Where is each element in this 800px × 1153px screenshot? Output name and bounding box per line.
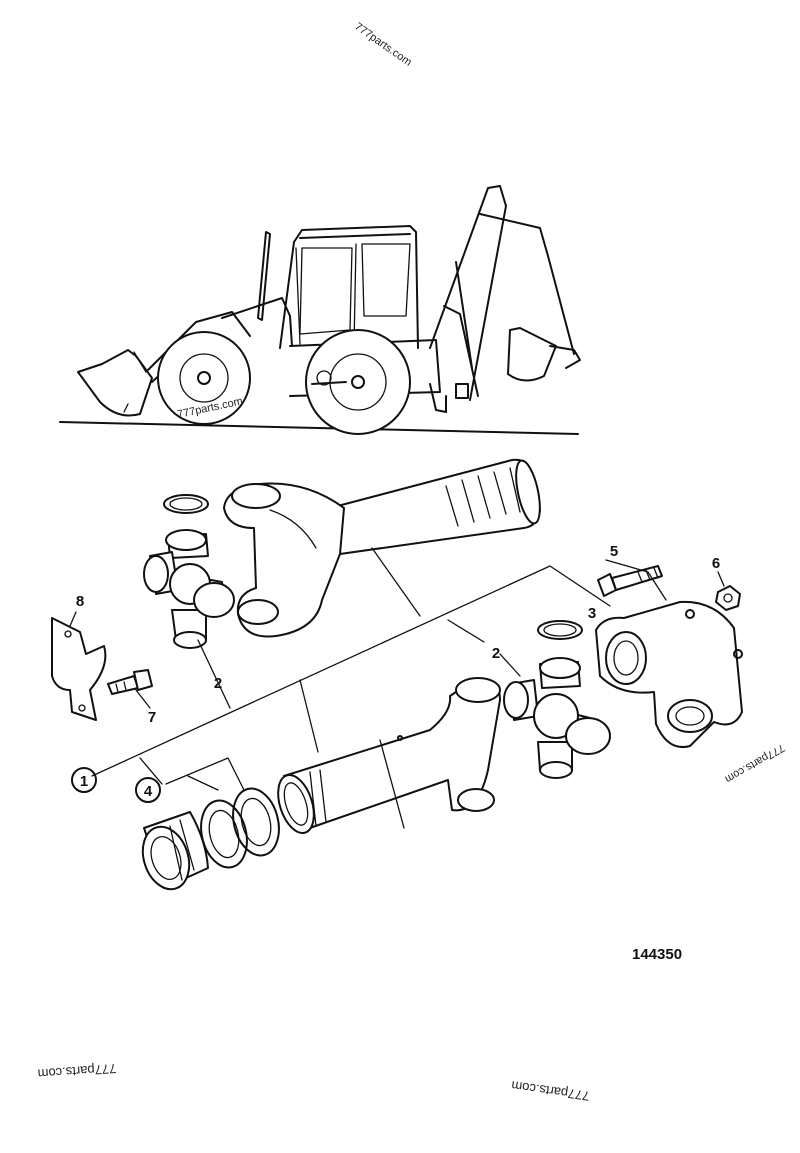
callout-6: 6 (712, 555, 720, 572)
svg-text:2: 2 (214, 675, 222, 692)
dust-cap (141, 811, 209, 891)
callout-5: 5 (610, 543, 618, 560)
callout-2-upper: 2 (214, 675, 222, 692)
svg-text:3: 3 (588, 605, 596, 622)
washer-felt (200, 799, 248, 869)
svg-text:4: 4 (144, 783, 153, 800)
cap-screw (107, 669, 153, 695)
watermark-bottom-center: 777parts.com (510, 1078, 590, 1104)
callout-8: 8 (76, 593, 84, 610)
callout-3: 3 (588, 605, 596, 622)
drawing-reference-number: 144350 (632, 946, 682, 963)
callout-4: 4 (135, 777, 161, 803)
watermark-top: 777parts.com (352, 21, 413, 69)
svg-text:2: 2 (492, 645, 500, 662)
callout-1: 1 (71, 767, 97, 793)
watermark-bottom-left: 777parts.com (37, 1061, 117, 1081)
washer-steel (232, 787, 280, 857)
splined-yoke-shaft (223, 458, 541, 638)
svg-text:1: 1 (80, 773, 88, 790)
universal-joint-upper (143, 529, 235, 649)
bearing-support-bracket (595, 600, 743, 748)
backhoe-loader-illustration (59, 185, 581, 435)
svg-text:7: 7 (148, 709, 156, 726)
hex-bolt (597, 565, 663, 597)
slip-yoke-tube (277, 677, 501, 834)
callout-2-lower: 2 (492, 645, 500, 662)
watermark-right: 777parts.com (723, 741, 787, 785)
leader-lines (69, 547, 725, 791)
svg-text:5: 5 (610, 543, 618, 560)
snap-ring-upper (163, 494, 209, 514)
hex-nut (715, 585, 741, 611)
svg-text:6: 6 (712, 555, 720, 572)
callout-7: 7 (148, 709, 156, 726)
universal-joint-lower (503, 657, 611, 779)
snap-ring-lower (537, 620, 583, 640)
strap-clip (51, 617, 107, 721)
svg-text:8: 8 (76, 593, 84, 610)
